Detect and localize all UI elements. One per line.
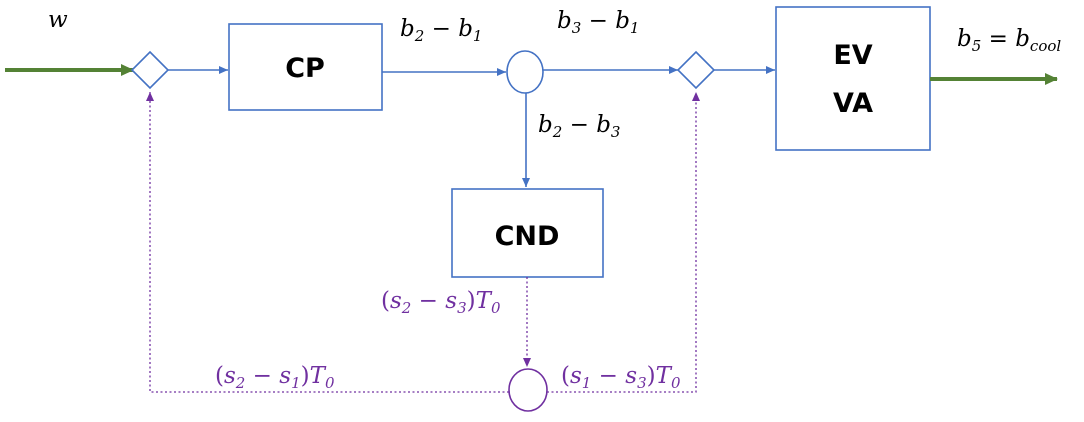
label-b2-minus-b3: b2 − b3	[538, 112, 620, 141]
ev-label: EV	[833, 40, 872, 71]
junction-2-diamond	[676, 50, 716, 90]
va-label: VA	[833, 88, 873, 119]
input-w-label: w	[48, 7, 68, 33]
cp-label: CP	[285, 53, 325, 84]
label-b3-minus-b1: b3 − b1	[557, 8, 639, 37]
splitter-node	[506, 50, 544, 94]
cnd-label: CND	[495, 221, 560, 252]
label-s2-minus-s3: (s2 − s3)T0	[381, 288, 501, 317]
junction-1-diamond	[130, 50, 170, 90]
loss-path-to-junction1	[146, 92, 509, 393]
loss-node	[508, 368, 548, 412]
loss-path-to-junction2	[547, 92, 700, 393]
label-s2-minus-s1: (s2 − s1)T0	[215, 363, 335, 392]
label-s1-minus-s3: (s1 − s3)T0	[561, 363, 681, 392]
cp-block	[228, 23, 383, 111]
label-b2-minus-b1: b2 − b1	[400, 16, 482, 45]
ev-va-block	[775, 6, 931, 151]
output-label: b5 = bcool	[957, 26, 1061, 55]
